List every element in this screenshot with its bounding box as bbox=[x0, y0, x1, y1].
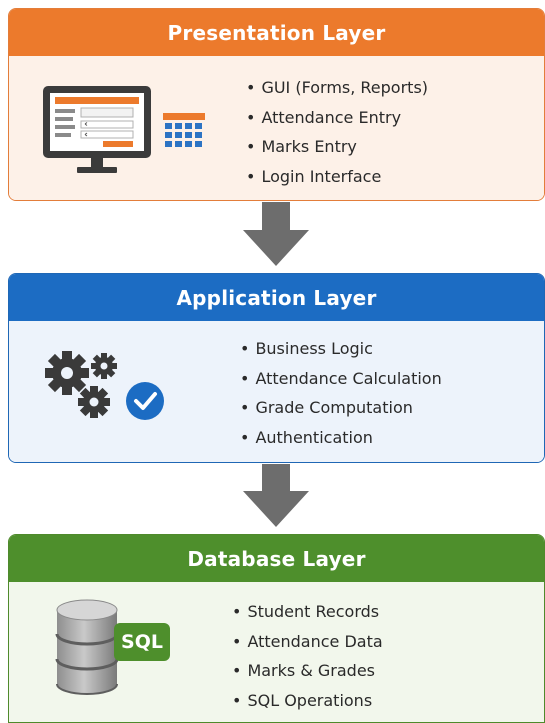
list-item: •Authentication bbox=[240, 427, 373, 447]
database-layer-body: SQL •Student Records •Attendance Data •M… bbox=[9, 582, 544, 722]
list-item: •GUI (Forms, Reports) bbox=[246, 78, 429, 97]
calendar-icon bbox=[163, 113, 205, 147]
list-item: •Attendance Data bbox=[232, 631, 383, 651]
sql-badge: SQL bbox=[114, 623, 170, 661]
list-item: •Login Interface bbox=[246, 166, 382, 186]
list-item: •Grade Computation bbox=[240, 398, 413, 417]
application-layer-title: Application Layer bbox=[9, 274, 544, 321]
database-icon bbox=[55, 599, 119, 695]
presentation-layer-body: •GUI (Forms, Reports) •Attendance Entry … bbox=[9, 56, 544, 200]
application-items: •Business Logic •Attendance Calculation … bbox=[240, 334, 442, 452]
list-item: •Marks Entry bbox=[246, 137, 357, 156]
list-item: •Attendance Calculation bbox=[240, 368, 442, 388]
application-layer-body: •Business Logic •Attendance Calculation … bbox=[9, 321, 544, 462]
application-layer: Application Layer bbox=[8, 273, 545, 463]
database-items: •Student Records •Attendance Data •Marks… bbox=[232, 597, 383, 715]
down-arrow-icon bbox=[243, 464, 309, 527]
checkmark-icon bbox=[126, 382, 164, 420]
database-layer-title: Database Layer bbox=[9, 535, 544, 582]
presentation-layer: Presentation Layer bbox=[8, 8, 545, 201]
list-item: •Attendance Entry bbox=[246, 107, 402, 127]
monitor-icon bbox=[43, 86, 151, 173]
database-layer: Database Layer SQL •Student Records •Att… bbox=[8, 534, 545, 723]
down-arrow-icon bbox=[243, 202, 309, 266]
gears-icon bbox=[45, 351, 117, 418]
list-item: •Marks & Grades bbox=[232, 661, 375, 680]
list-item: •Business Logic bbox=[240, 339, 373, 358]
list-item: •Student Records bbox=[232, 602, 380, 621]
presentation-items: •GUI (Forms, Reports) •Attendance Entry … bbox=[246, 73, 428, 191]
presentation-layer-title: Presentation Layer bbox=[9, 9, 544, 56]
list-item: •SQL Operations bbox=[232, 690, 373, 710]
